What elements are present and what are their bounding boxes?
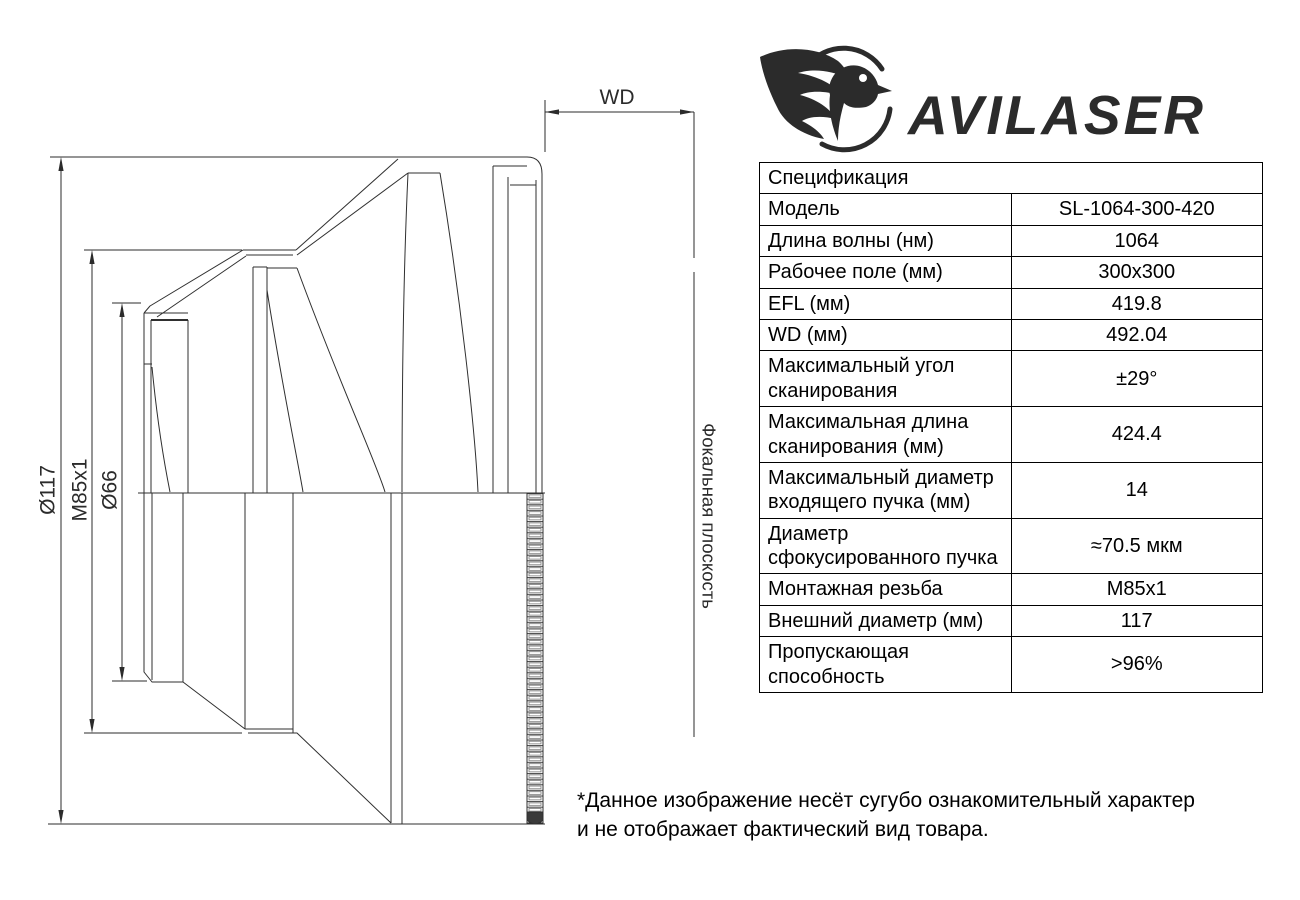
spec-label: EFL (мм) bbox=[759, 287, 1012, 320]
spec-value: >96% bbox=[1010, 636, 1263, 694]
specification-table: Спецификация Модель SL-1064-300-420 Длин… bbox=[759, 161, 1263, 694]
spec-value: M85x1 bbox=[1010, 573, 1263, 606]
focal-plane-label: Фокальная плоскость bbox=[699, 423, 720, 609]
lens-body-exterior bbox=[143, 493, 545, 825]
spec-label: Диаметр сфокусированного пучка bbox=[759, 517, 1012, 575]
inner-diameter-label: Ø66 bbox=[98, 470, 121, 510]
spec-label: Максимальный угол сканирования bbox=[759, 350, 1012, 408]
table-title: Спецификация bbox=[759, 161, 1263, 195]
table-row: EFL (мм) 419.8 bbox=[759, 287, 1263, 320]
dimension-labels: Ø117 M85x1 Ø66 WD Фокальная плоскость bbox=[36, 86, 719, 609]
dimension-arrowheads bbox=[58, 109, 694, 824]
table-row: Пропускающая способность >96% bbox=[759, 636, 1263, 694]
spec-label: WD (мм) bbox=[759, 318, 1012, 352]
spec-value: 117 bbox=[1010, 604, 1263, 638]
working-distance-label: WD bbox=[600, 86, 635, 109]
table-header-row: Спецификация bbox=[759, 161, 1263, 195]
disclaimer-line-1: *Данное изображение несёт сугубо ознаком… bbox=[577, 789, 1195, 812]
dimension-lines bbox=[48, 100, 695, 825]
spec-value: 492.04 bbox=[1010, 318, 1263, 352]
spec-label: Максимальная длина сканирования (мм) bbox=[759, 406, 1012, 463]
disclaimer-line-2: и не отображает фактический вид товара. bbox=[577, 818, 989, 841]
spec-label: Модель bbox=[759, 193, 1012, 226]
spec-value: ±29° bbox=[1010, 350, 1263, 408]
table-row: Монтажная резьба M85x1 bbox=[759, 573, 1263, 606]
table-row: WD (мм) 492.04 bbox=[759, 318, 1263, 352]
spec-label: Рабочее поле (мм) bbox=[759, 256, 1012, 289]
spec-label: Монтажная резьба bbox=[759, 573, 1012, 606]
brand-wordmark: AVILASER bbox=[908, 84, 1207, 146]
table-row: Максимальная длина сканирования (мм) 424… bbox=[759, 406, 1263, 463]
table-row: Диаметр сфокусированного пучка ≈70.5 мкм bbox=[759, 517, 1263, 575]
outer-diameter-label: Ø117 bbox=[36, 465, 59, 515]
mount-thread-label: M85x1 bbox=[68, 458, 91, 521]
spec-label: Максимальный диаметр входящего пучка (мм… bbox=[759, 461, 1012, 519]
spec-value: 424.4 bbox=[1010, 406, 1263, 463]
table-row: Внешний диаметр (мм) 117 bbox=[759, 604, 1263, 638]
lens-technical-drawing: Ø117 M85x1 Ø66 WD Фокальная плоскость bbox=[36, 86, 720, 825]
spec-value: SL-1064-300-420 bbox=[1010, 193, 1263, 226]
avilaser-logo: AVILASER bbox=[750, 45, 1270, 155]
spec-value: 1064 bbox=[1010, 224, 1263, 258]
disclaimer-note: *Данное изображение несёт сугубо ознаком… bbox=[577, 786, 1287, 844]
table-row: Модель SL-1064-300-420 bbox=[759, 193, 1263, 226]
eagle-logo-icon bbox=[760, 45, 893, 153]
spec-value: 300x300 bbox=[1010, 256, 1263, 289]
spec-label: Длина волны (нм) bbox=[759, 224, 1012, 258]
spec-value: 14 bbox=[1010, 461, 1263, 519]
table-row: Рабочее поле (мм) 300x300 bbox=[759, 256, 1263, 289]
thread-section bbox=[526, 492, 544, 825]
table-row: Максимальный угол сканирования ±29° bbox=[759, 350, 1263, 408]
lens-body-outline bbox=[138, 156, 545, 494]
spec-value: 419.8 bbox=[1010, 287, 1263, 320]
spec-label: Внешний диаметр (мм) bbox=[759, 604, 1012, 638]
spec-label: Пропускающая способность bbox=[759, 636, 1012, 694]
table-row: Длина волны (нм) 1064 bbox=[759, 224, 1263, 258]
table-row: Максимальный диаметр входящего пучка (мм… bbox=[759, 461, 1263, 519]
spec-value: ≈70.5 мкм bbox=[1010, 517, 1263, 575]
